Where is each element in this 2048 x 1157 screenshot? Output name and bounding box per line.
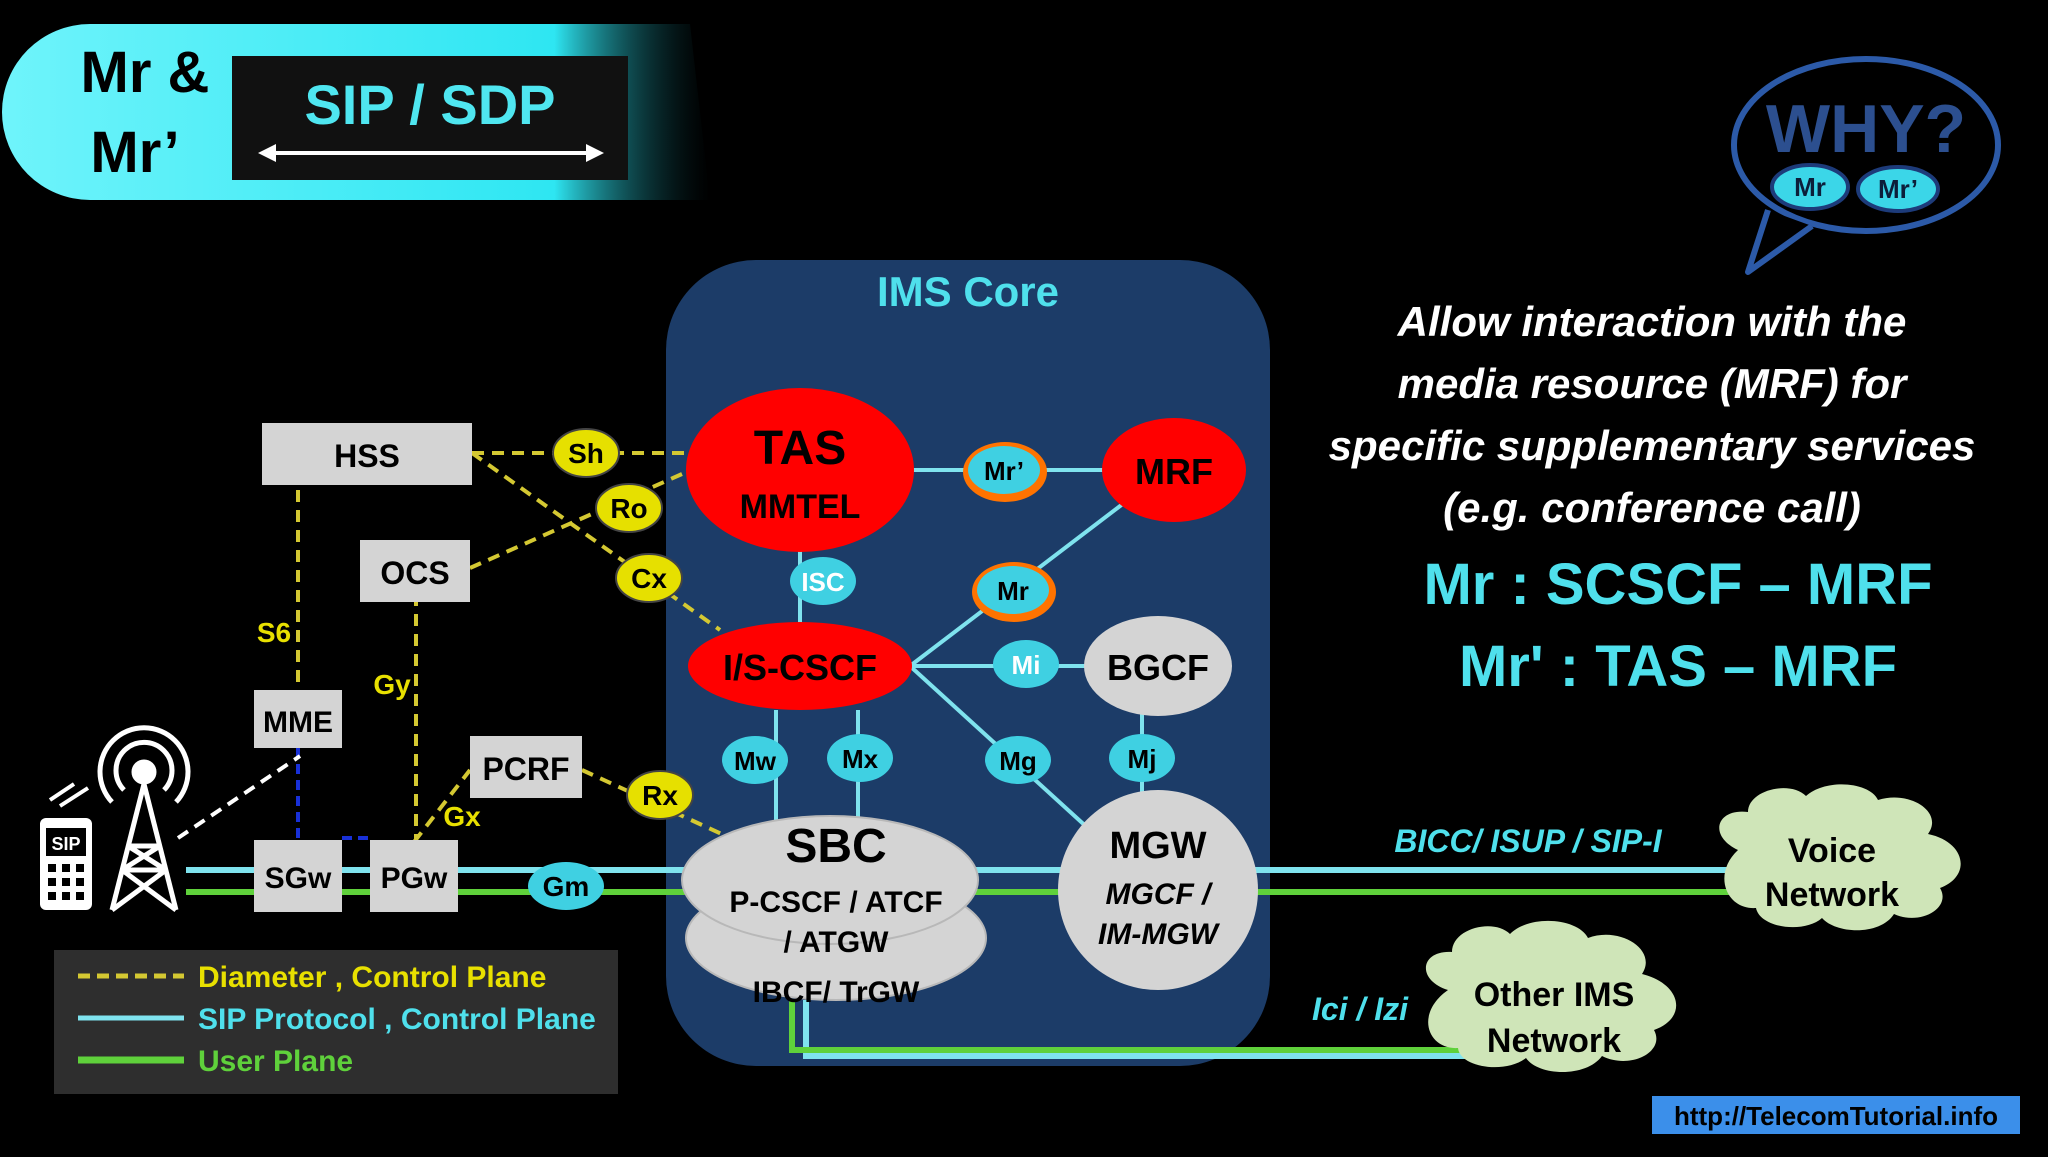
mr-definition: Mr : SCSCF – MRF <box>1423 552 1932 617</box>
footer-url-text[interactable]: http://TelecomTutorial.info <box>1674 1101 1998 1131</box>
mg-chip-label: Mg <box>999 746 1037 776</box>
sgw-label: SGw <box>265 862 332 895</box>
sgw-node: SGw <box>254 840 342 912</box>
why-chip-mr: Mr <box>1794 172 1826 202</box>
legend-sip: SIP Protocol , Control Plane <box>198 1003 596 1036</box>
mgw-title: MGW <box>1109 825 1206 867</box>
legend-user: User Plane <box>198 1045 353 1078</box>
explanation: Allow interaction with the media resourc… <box>1329 298 1976 699</box>
explanation-line-3: specific supplementary services <box>1329 422 1976 469</box>
sbc-line3: IBCF/ TrGW <box>753 976 920 1009</box>
mg-chip: Mg <box>985 736 1051 784</box>
tas-node: TAS MMTEL <box>686 388 914 552</box>
sbc-line1: P-CSCF / ATCF <box>729 886 942 919</box>
hss-node: HSS <box>262 423 472 485</box>
mx-chip-label: Mx <box>842 744 879 774</box>
mw-chip: Mw <box>722 736 788 784</box>
mr-prime-chip: Mr’ <box>963 442 1047 502</box>
phone-icon: SIP <box>40 782 92 910</box>
rx-chip: Rx <box>626 770 694 820</box>
other-ims-line2: Network <box>1487 1022 1621 1060</box>
explanation-line-1: Allow interaction with the <box>1397 298 1907 345</box>
mj-chip-label: Mj <box>1128 744 1157 774</box>
pgw-label: PGw <box>381 862 448 895</box>
tas-subtitle: MMTEL <box>740 488 861 526</box>
mi-chip-label: Mi <box>1012 650 1041 680</box>
why-text: WHY? <box>1766 91 1966 167</box>
mme-node: MME <box>254 690 342 748</box>
mr-prime-definition: Mr' : TAS – MRF <box>1459 634 1897 699</box>
mi-chip: Mi <box>993 640 1059 688</box>
bgcf-node: BGCF <box>1084 616 1232 716</box>
sbc-node: SBC P-CSCF / ATCF / ATGW IBCF/ TrGW <box>681 815 987 1009</box>
pcrf-node: PCRF <box>470 736 582 798</box>
cx-chip: Cx <box>615 553 683 603</box>
voice-network-cloud: Voice Network <box>1719 784 1961 931</box>
mj-chip: Mj <box>1109 734 1175 782</box>
mgw-line1: MGCF / <box>1106 878 1214 911</box>
double-arrow-icon <box>258 144 604 162</box>
voice-network-line1: Voice <box>1788 832 1876 870</box>
mrf-label: MRF <box>1135 451 1213 492</box>
mr-prime-chip-label: Mr’ <box>984 456 1024 486</box>
misc-links <box>176 748 370 840</box>
s6-label: S6 <box>257 617 291 648</box>
protocol-box <box>232 56 628 180</box>
mme-label: MME <box>263 706 333 739</box>
cell-tower-icon <box>97 725 191 913</box>
footer-url[interactable]: http://TelecomTutorial.info <box>1652 1096 2020 1134</box>
mrf-node: MRF <box>1102 418 1246 522</box>
badge-line1: Mr & <box>81 40 210 105</box>
cx-chip-label: Cx <box>631 563 667 594</box>
mw-chip-label: Mw <box>734 746 777 776</box>
tas-title: TAS <box>754 422 846 475</box>
sbc-line2: / ATGW <box>784 926 890 959</box>
pgw-node: PGw <box>370 840 458 912</box>
ocs-node: OCS <box>360 540 470 602</box>
sh-chip-label: Sh <box>568 438 604 469</box>
other-ims-cloud: Other IMS Network <box>1425 920 1677 1072</box>
mx-chip: Mx <box>827 734 893 782</box>
ici-label: Ici / Izi <box>1312 991 1409 1027</box>
mr-chip: Mr <box>972 562 1056 622</box>
protocol-label: SIP / SDP <box>304 73 555 136</box>
legend-diameter: Diameter , Control Plane <box>198 961 546 994</box>
ro-chip-label: Ro <box>610 493 647 524</box>
gx-label: Gx <box>443 801 481 832</box>
explanation-line-4: (e.g. conference call) <box>1443 484 1861 531</box>
phone-sip-label: SIP <box>51 834 80 854</box>
legend: Diameter , Control Plane SIP Protocol , … <box>54 950 618 1094</box>
why-speech-bubble: WHY? Mr Mr’ <box>1731 56 2001 275</box>
other-ims-line1: Other IMS <box>1474 976 1635 1014</box>
bgcf-label: BGCF <box>1107 647 1209 688</box>
ocs-label: OCS <box>380 555 449 591</box>
ro-chip: Ro <box>595 483 663 533</box>
why-chip-mr-prime: Mr’ <box>1878 174 1918 204</box>
explanation-line-2: media resource (MRF) for <box>1398 360 1909 407</box>
isc-chip: ISC <box>790 557 856 605</box>
gm-chip: Gm <box>528 862 604 910</box>
bicc-label: BICC/ ISUP / SIP-I <box>1394 823 1662 859</box>
mr-chip-label: Mr <box>997 576 1029 606</box>
ims-core-title: IMS Core <box>877 268 1059 315</box>
mgw-node: MGW MGCF / IM-MGW <box>1058 790 1258 990</box>
rx-chip-label: Rx <box>642 780 678 811</box>
header-badge: Mr & Mr’ SIP / SDP <box>2 24 710 200</box>
hss-label: HSS <box>334 438 400 474</box>
cscf-node: I/S-CSCF <box>688 622 912 710</box>
gm-chip-label: Gm <box>543 871 590 902</box>
sbc-title: SBC <box>785 820 886 873</box>
sh-chip: Sh <box>552 428 620 478</box>
isc-chip-label: ISC <box>801 567 845 597</box>
mgw-line2: IM-MGW <box>1098 918 1221 951</box>
voice-network-line2: Network <box>1765 876 1899 914</box>
pcrf-label: PCRF <box>482 751 569 787</box>
cscf-label: I/S-CSCF <box>723 647 877 688</box>
badge-line2: Mr’ <box>90 120 179 185</box>
gy-label: Gy <box>373 669 411 700</box>
